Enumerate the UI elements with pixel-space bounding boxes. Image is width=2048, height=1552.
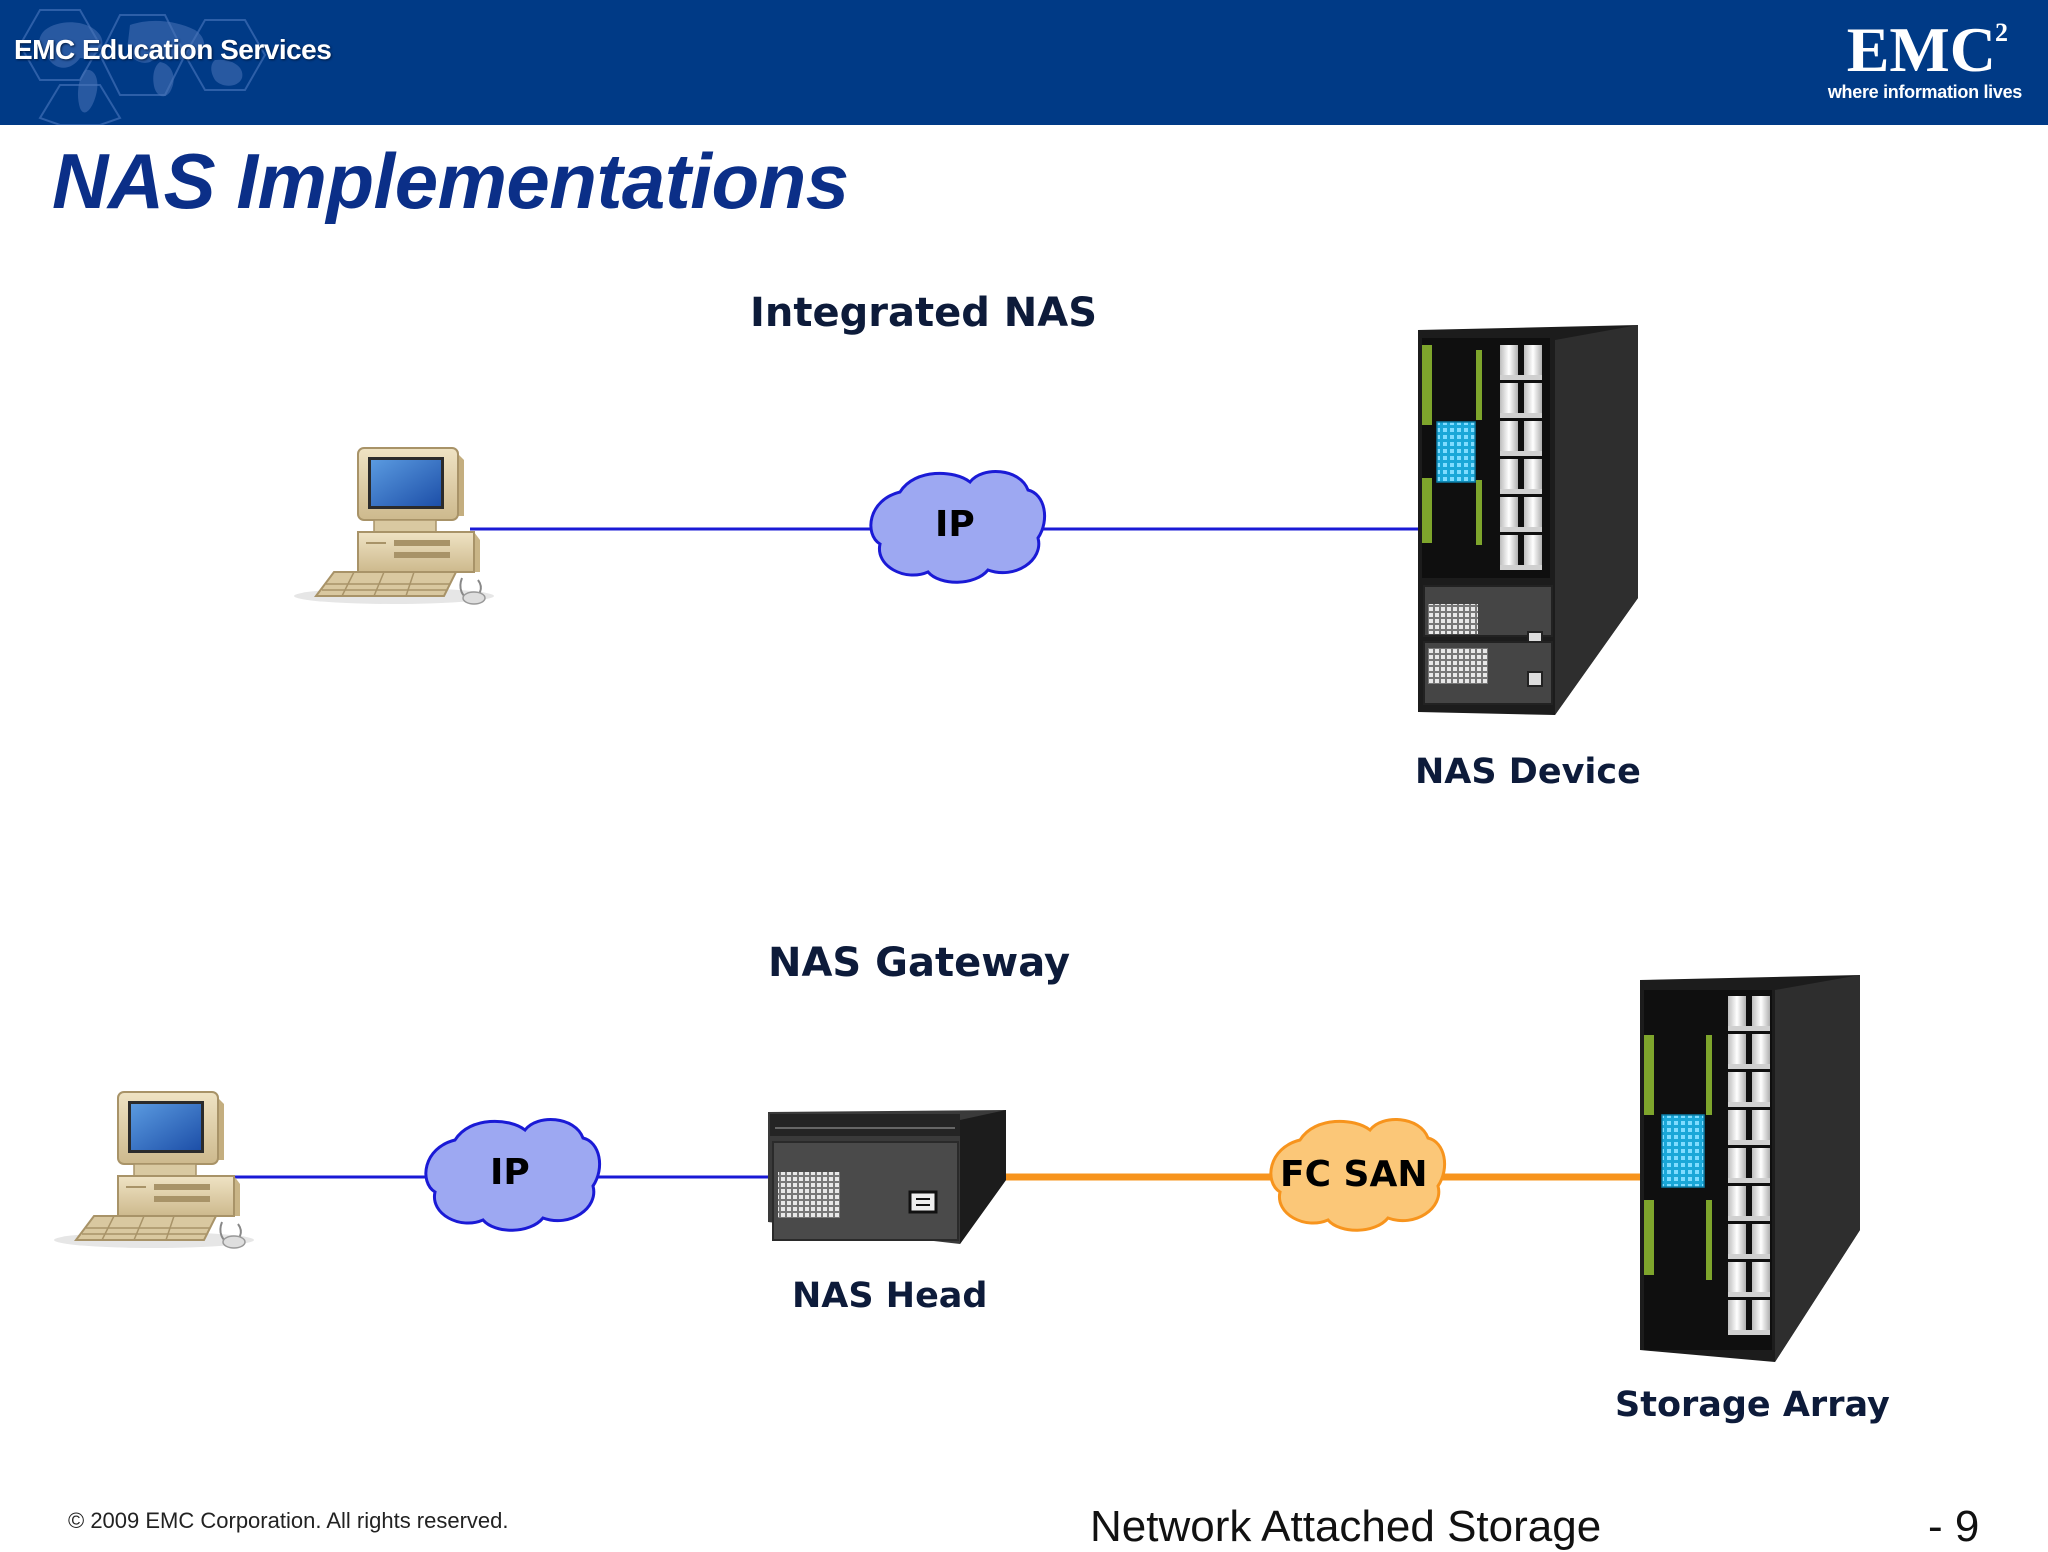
storage-array-icon — [1640, 975, 1860, 1362]
fc-san-cloud-label: FC SAN — [1280, 1154, 1428, 1195]
client-workstation-icon — [53, 1091, 255, 1249]
slide-header: EMC Education Services EMC 2 where infor… — [0, 0, 2048, 125]
integrated-nas-heading: Integrated NAS — [750, 290, 1098, 336]
globe-hexagon-icon — [18, 9, 267, 125]
ip-cloud-label-top: IP — [935, 504, 975, 545]
slide-title: NAS Implementations — [52, 137, 849, 225]
copyright-footer: © 2009 EMC Corporation. All rights reser… — [68, 1508, 509, 1533]
nas-device-label: NAS Device — [1415, 752, 1641, 792]
storage-array-label: Storage Array — [1615, 1385, 1890, 1425]
module-title-footer: Network Attached Storage — [1090, 1502, 1602, 1551]
ip-cloud-label-bottom: IP — [490, 1152, 530, 1193]
ip-cloud-bottom — [424, 1118, 602, 1232]
nas-head-icon — [768, 1110, 1006, 1244]
page-number: - 9 — [1928, 1502, 1980, 1551]
nas-device-icon — [1418, 325, 1638, 715]
nas-head-label: NAS Head — [792, 1276, 988, 1316]
client-workstation-icon — [293, 447, 495, 605]
emc-logo-superscript: 2 — [1995, 18, 2008, 47]
fc-san-cloud — [1269, 1118, 1447, 1232]
emc-logo: EMC — [1846, 14, 1996, 85]
ip-cloud-top — [869, 470, 1047, 584]
education-services-brand: EMC Education Services — [14, 34, 332, 65]
nas-gateway-heading: NAS Gateway — [768, 940, 1071, 986]
emc-tagline: where information lives — [1827, 82, 2022, 102]
